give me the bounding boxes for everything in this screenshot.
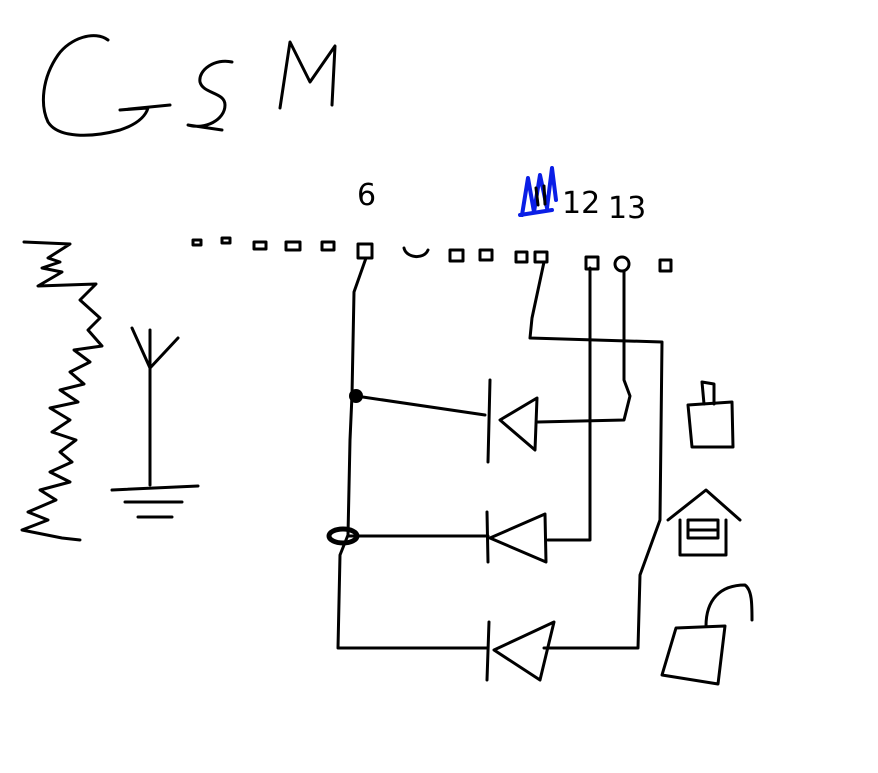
pin-11-highlight	[518, 166, 558, 217]
title-gsm	[41, 34, 337, 137]
pin-label-6: 6	[357, 178, 376, 213]
wire-pin6-common	[336, 256, 490, 650]
bucket-icon	[686, 380, 735, 449]
pin-12	[584, 255, 600, 271]
title-letter-s	[186, 59, 234, 132]
pin-label-13: 13	[608, 191, 646, 226]
pin-11	[533, 250, 549, 264]
wiring	[326, 256, 664, 650]
pin-13	[613, 255, 631, 273]
pin-1	[191, 238, 203, 247]
pin-label-12: 12	[562, 186, 600, 221]
pin-header-row	[191, 236, 673, 273]
pin-5	[320, 240, 336, 252]
padlock-icon	[660, 583, 754, 686]
title-letter-g	[41, 34, 172, 137]
ground-icon	[110, 484, 200, 519]
pin-9	[478, 248, 494, 262]
pin-8	[448, 248, 465, 263]
wire-pin11	[528, 260, 664, 650]
wire-pin12	[546, 266, 592, 542]
pin-14	[658, 258, 673, 273]
pin-7	[402, 246, 430, 258]
pin-2	[220, 236, 232, 245]
title-letter-m	[278, 40, 337, 110]
pin-4	[284, 240, 302, 252]
house-icon	[666, 488, 742, 557]
led-icon-top	[486, 378, 539, 464]
pin-6	[356, 242, 374, 260]
pin-3	[252, 240, 268, 251]
pin-10	[514, 250, 529, 264]
junction-middle	[326, 526, 360, 546]
signal-wave-icon	[20, 240, 104, 542]
junction-top	[349, 389, 363, 403]
led-icon-bottom	[485, 620, 556, 682]
led-icon-middle	[485, 510, 548, 564]
wire-pin13	[536, 269, 632, 424]
wire-led1-left	[354, 394, 487, 417]
antenna-icon	[130, 326, 180, 487]
